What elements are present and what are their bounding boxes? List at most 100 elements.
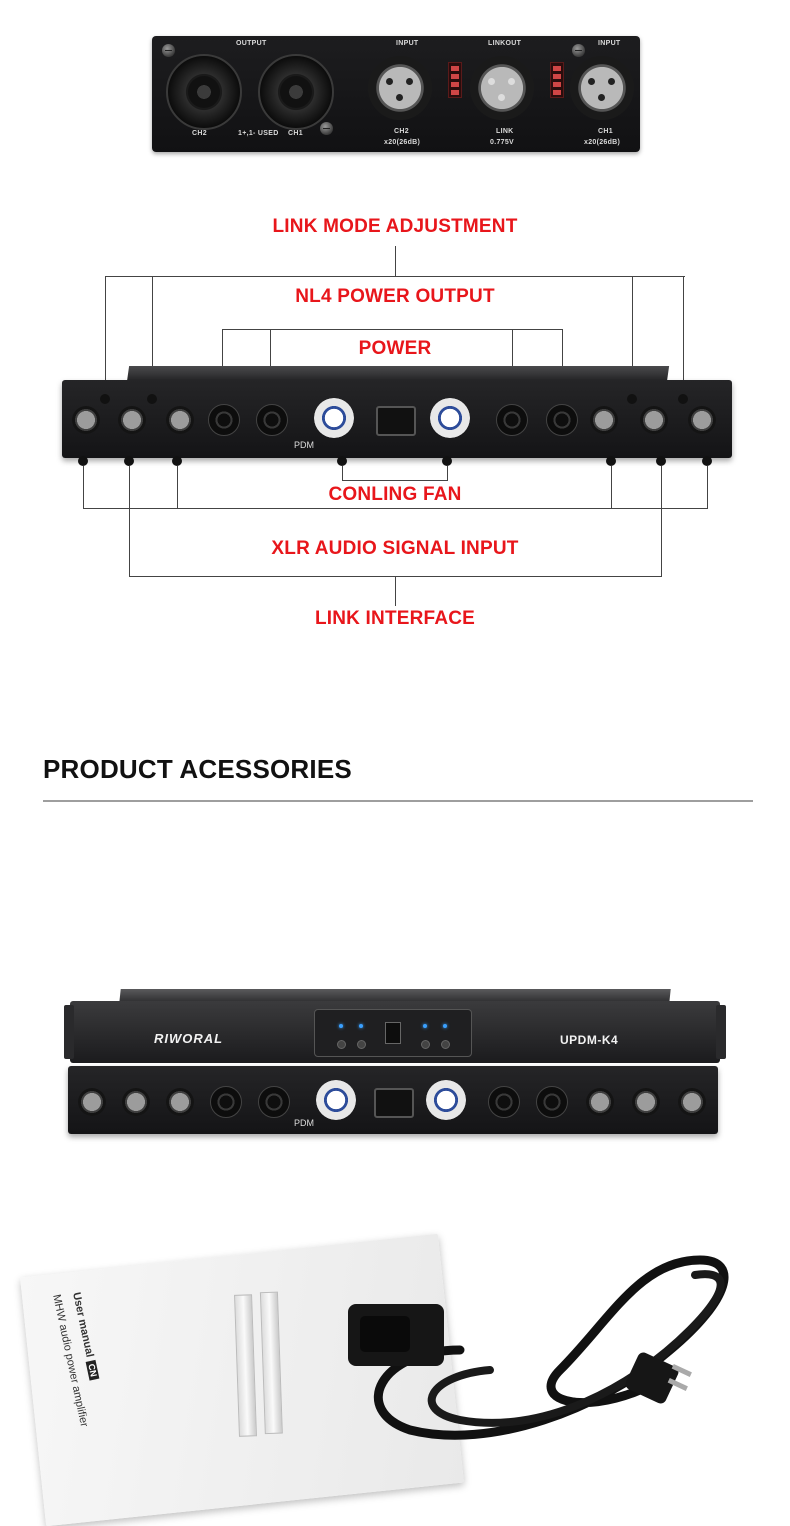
speakon-output (210, 1086, 242, 1118)
xlr-input-ch1 (688, 406, 716, 434)
label-link-mode-adjustment: LINK MODE ADJUSTMENT (272, 216, 518, 237)
connector-line (270, 329, 271, 395)
speakon-output (208, 404, 240, 436)
xlr-input (586, 1088, 614, 1116)
xlr-female-input-ch1 (570, 56, 634, 120)
label-link-interface: LINK INTERFACE (314, 608, 476, 629)
cable-tie-strip (259, 1291, 283, 1435)
callout-dot (656, 456, 666, 466)
amplifier-rear-panel: PDM (62, 380, 732, 458)
connector-line (661, 466, 662, 576)
rack-ear (64, 1005, 74, 1059)
ch2-output-label: CH2 (192, 130, 207, 137)
xlr-input (678, 1088, 706, 1116)
xlr-input (166, 1088, 194, 1116)
xlr-input-ch2 (590, 406, 618, 434)
ch1-output-label: CH1 (288, 130, 303, 137)
callout-dot (337, 456, 347, 466)
volume-knob[interactable] (357, 1040, 366, 1049)
speakon-output (256, 404, 288, 436)
cooling-fan-icon (316, 1080, 356, 1120)
led-indicator (423, 1024, 427, 1028)
gain-left-label: x20(26dB) (384, 139, 421, 146)
connector-line (512, 329, 513, 395)
speakon-output (496, 404, 528, 436)
connector-line (342, 480, 448, 481)
volume-knob[interactable] (441, 1040, 450, 1049)
connector-line (105, 276, 106, 396)
connector-line (632, 276, 633, 396)
connector-line (129, 466, 130, 576)
connector-line (105, 276, 685, 277)
output-label: OUTPUT (236, 40, 267, 47)
callout-dot (147, 394, 157, 404)
pdm-text: PDM (294, 1118, 314, 1128)
connector-line (177, 466, 178, 508)
connector-line (707, 466, 708, 508)
led-indicator (339, 1024, 343, 1028)
connector-line (83, 508, 708, 509)
connector-line (152, 276, 153, 396)
manual-lang: CN (85, 1359, 100, 1381)
xlr-linkout (118, 406, 146, 434)
gain-right-label: x20(26dB) (584, 139, 621, 146)
input-label: INPUT (396, 40, 419, 47)
ch1-input-label: CH1 (598, 128, 613, 135)
speakon-output (488, 1086, 520, 1118)
dip-switch (448, 62, 462, 98)
xlr-male-linkout (470, 56, 534, 120)
link-label: LINK (496, 128, 514, 135)
label-power: POWER (358, 338, 432, 359)
rack-ear (716, 1005, 726, 1059)
model-name: UPDM-K4 (560, 1033, 619, 1047)
control-panel (314, 1009, 472, 1057)
cooling-fan-icon (426, 1080, 466, 1120)
connector-line (395, 246, 396, 276)
connector-line (342, 466, 343, 480)
power-cord-icon (348, 1255, 729, 1440)
nl4-speakon-connector-ch1 (258, 54, 334, 130)
speakon-output (536, 1086, 568, 1118)
screw-icon (162, 44, 175, 57)
volume-knob[interactable] (337, 1040, 346, 1049)
amplifier-front-panel: RIWORAL UPDM-K4 (64, 1001, 726, 1063)
screw-icon (320, 122, 333, 135)
callout-dot (124, 456, 134, 466)
amplifier-rear-panel: PDM (68, 1066, 718, 1134)
led-indicator (443, 1024, 447, 1028)
volume-knob[interactable] (421, 1040, 430, 1049)
connector-line (395, 576, 396, 606)
callout-dot (678, 394, 688, 404)
xlr-linkout (632, 1088, 660, 1116)
xlr-linkout (640, 406, 668, 434)
xlr-female-input-ch2 (368, 56, 432, 120)
connector-line (83, 466, 84, 508)
used-note: 1+,1- USED (238, 130, 279, 137)
connector-line (222, 329, 562, 330)
connector-line (222, 329, 223, 395)
connector-line (447, 466, 448, 480)
rear-panel-closeup: OUTPUT INPUT LINKOUT INPUT CH2 1+,1- USE… (152, 36, 640, 152)
led-indicator (359, 1024, 363, 1028)
speakon-output (258, 1086, 290, 1118)
dip-switch (550, 62, 564, 98)
callout-dot (627, 394, 637, 404)
cooling-fan-icon (430, 398, 470, 438)
ch2-input-label: CH2 (394, 128, 409, 135)
brand-logo: RIWORAL (154, 1031, 224, 1046)
callout-dot (606, 456, 616, 466)
link-voltage-label: 0.775V (490, 139, 514, 146)
callout-dot (100, 394, 110, 404)
pdm-text: PDM (294, 440, 314, 450)
section-divider (43, 800, 753, 802)
label-nl4-power-output: NL4 POWER OUTPUT (295, 286, 495, 307)
power-switch[interactable] (385, 1022, 401, 1044)
speakon-output (546, 404, 578, 436)
xlr-linkout (122, 1088, 150, 1116)
section-heading: PRODUCT ACESSORIES (43, 754, 352, 784)
input-label: INPUT (598, 40, 621, 47)
connector-line (611, 466, 612, 508)
label-xlr-audio-signal-input: XLR AUDIO SIGNAL INPUT (271, 538, 519, 559)
nl4-speakon-connector-ch2 (166, 54, 242, 130)
xlr-input-ch1 (166, 406, 194, 434)
